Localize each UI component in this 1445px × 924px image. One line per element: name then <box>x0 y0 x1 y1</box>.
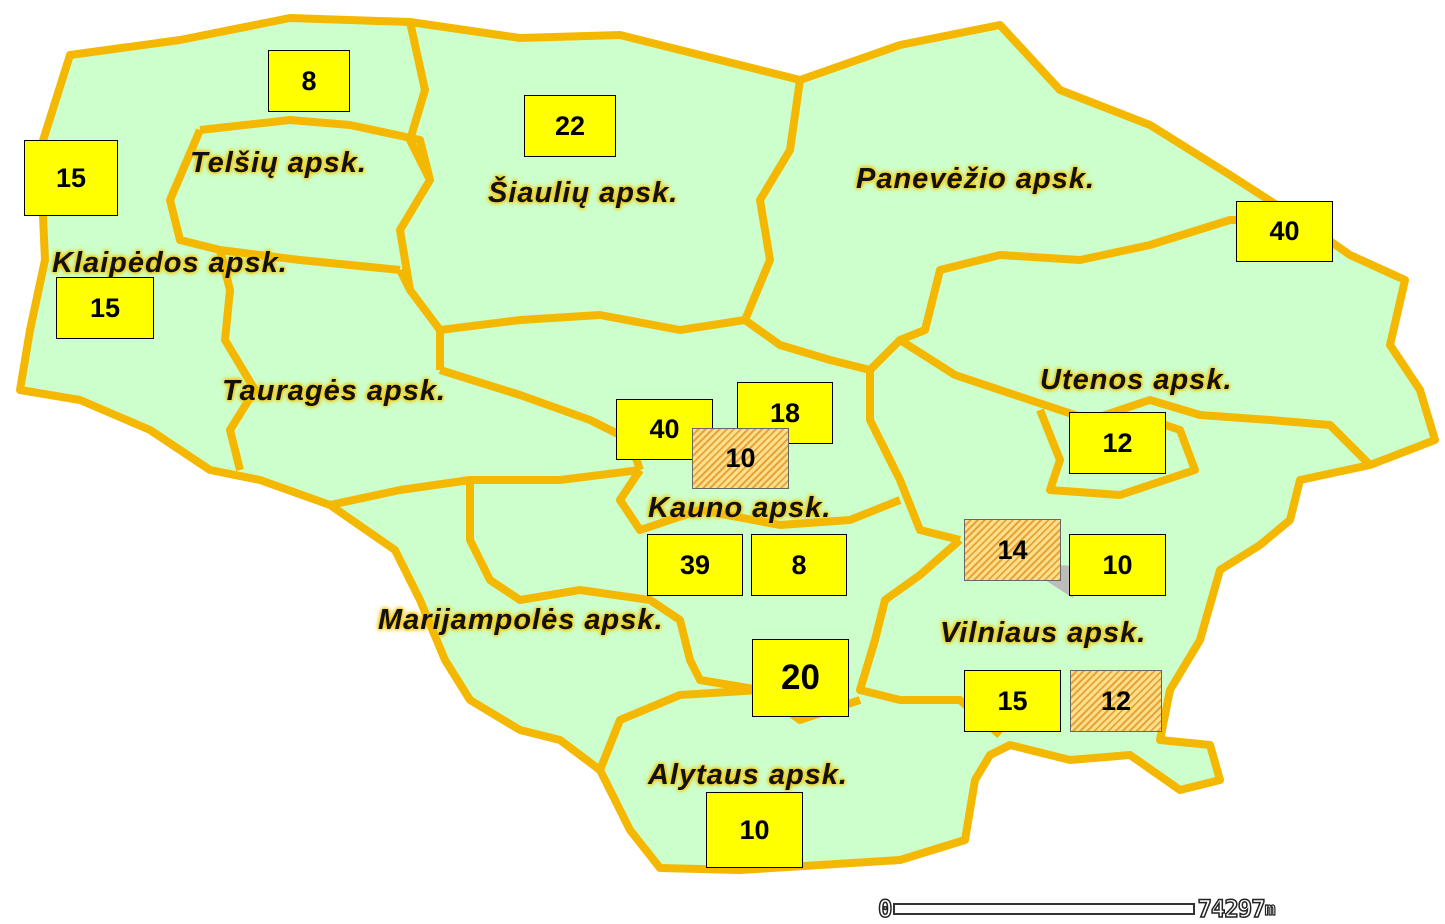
county-borders <box>166 21 1373 772</box>
count-value: 20 <box>781 658 820 697</box>
count-value: 10 <box>1102 549 1133 580</box>
county-label-panevezys: Panevėžio apsk. <box>856 163 1096 195</box>
count-value: 8 <box>791 549 807 580</box>
count-box: 8 <box>268 50 350 112</box>
county-label-kaunas: Kauno apsk. <box>648 492 832 524</box>
county-label-klaipeda: Klaipėdos apsk. <box>52 247 288 279</box>
scale-bar-line <box>893 903 1196 915</box>
count-box: 22 <box>524 95 616 157</box>
count-box: 40 <box>1236 201 1333 262</box>
count-value: 15 <box>997 685 1028 716</box>
count-value: 12 <box>1102 427 1133 458</box>
count-value: 18 <box>769 397 801 428</box>
count-box: 15 <box>964 670 1061 732</box>
county-label-marijampole: Marijampolės apsk. <box>378 604 664 636</box>
county-label-alytus: Alytaus apsk. <box>648 759 848 791</box>
county-label-utena: Utenos apsk. <box>1040 364 1233 396</box>
count-box-hatched: 10 <box>692 428 789 489</box>
count-value: 15 <box>55 162 87 193</box>
count-value: 40 <box>1269 216 1300 246</box>
count-value: 15 <box>89 292 121 323</box>
count-value: 39 <box>679 549 711 580</box>
count-box-hatched: 14 <box>964 519 1061 581</box>
count-box: 15 <box>24 140 118 216</box>
count-box: 12 <box>1069 412 1166 474</box>
county-label-vilnius: Vilniaus apsk. <box>940 617 1147 649</box>
count-box: 10 <box>1069 534 1166 596</box>
count-value: 22 <box>554 110 586 141</box>
county-label-siauliai: Šiaulių apsk. <box>488 177 679 209</box>
county-label-taurage: Tauragės apsk. <box>222 375 447 407</box>
scale-bar: 0 74297 m <box>877 894 1276 924</box>
count-box: 20 <box>752 639 849 717</box>
count-box-hatched: 12 <box>1070 670 1162 732</box>
count-box: 15 <box>56 277 154 339</box>
count-value: 10 <box>739 814 770 845</box>
scale-unit: m <box>1264 898 1276 920</box>
count-box: 8 <box>751 534 847 596</box>
scale-zero: 0 <box>877 894 893 924</box>
scale-value: 74297 <box>1197 894 1267 924</box>
count-value: 10 <box>725 443 756 473</box>
count-value: 40 <box>649 414 680 444</box>
count-value: 8 <box>301 65 317 96</box>
count-box: 10 <box>706 792 803 868</box>
count-value: 12 <box>1100 685 1132 716</box>
count-value: 14 <box>997 534 1028 565</box>
county-label-telsiai: Telšių apsk. <box>190 147 367 179</box>
count-box: 39 <box>647 534 743 596</box>
